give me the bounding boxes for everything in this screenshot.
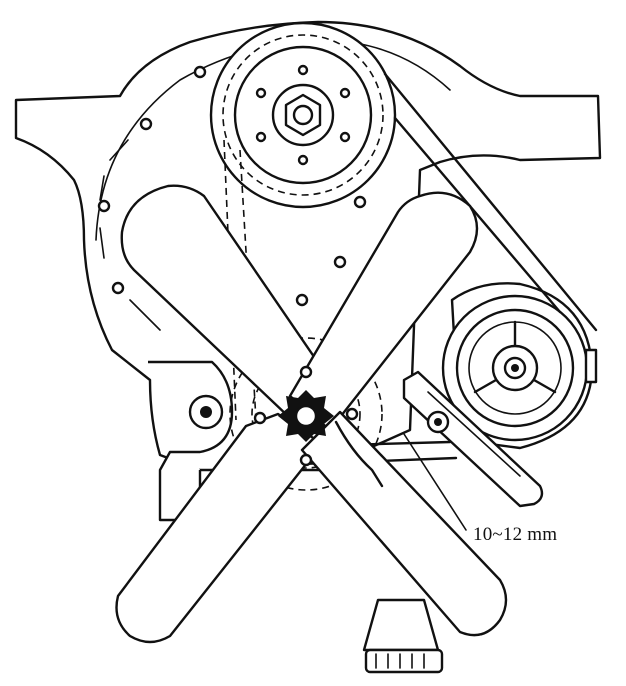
bolt-hole [97,199,111,213]
deflection-indicator [334,420,384,488]
fan-hub-bolt [299,365,313,379]
alternator-pulley [441,282,598,450]
pulley-bolt [255,87,267,99]
crank-pulley-dashed [229,337,383,491]
bolt-hole [295,293,309,307]
fan-hub-center [294,404,318,428]
camshaft-pulley [209,21,397,209]
filter-base [364,648,444,674]
dimension-leader [403,433,467,531]
fan-hub-bolt [345,407,359,421]
drive-belt [238,72,598,468]
alternator-terminal [584,348,598,384]
cooling-fan [115,184,508,644]
pulley-bolt [339,131,351,143]
oil-filter [362,598,444,674]
fan-hub-bolt [253,411,267,425]
cover-slot [99,139,161,331]
bolt-hole [333,255,347,269]
bolt-hole [353,195,367,209]
adjusting-arm [402,370,544,508]
engine-housing [14,20,602,472]
hub-center [292,104,314,126]
filter-body [362,598,440,652]
fan-hub-bolt [299,453,313,467]
alternator-pulley-groove [455,308,575,428]
belt-deflection-dimension-label: 10~12 mm [473,524,558,545]
pulley-bolt [297,154,309,166]
bracket-bolt-center [200,406,212,418]
bolt-hole [139,117,153,131]
pulley-bolt [297,64,309,76]
fan-blade-upper-left [120,184,336,420]
pulley-dashed-pitch [222,34,384,196]
fan-blade-upper-right [288,191,479,432]
pulley-bolt [255,131,267,143]
pulley-bolt [339,87,351,99]
bolt-hole [111,281,125,295]
fan-blade-lower-right [300,410,508,637]
adjusting-bolt-center [434,418,442,426]
alternator-hub-dot [511,364,519,372]
pulley-web [233,45,373,185]
fan-blade-lower-left [115,412,324,644]
filter-ribs [375,653,425,669]
bolt-hole [193,65,207,79]
cover-bolts [97,65,367,307]
adjusting-slot [427,391,521,477]
pulley-spokes [473,320,557,394]
